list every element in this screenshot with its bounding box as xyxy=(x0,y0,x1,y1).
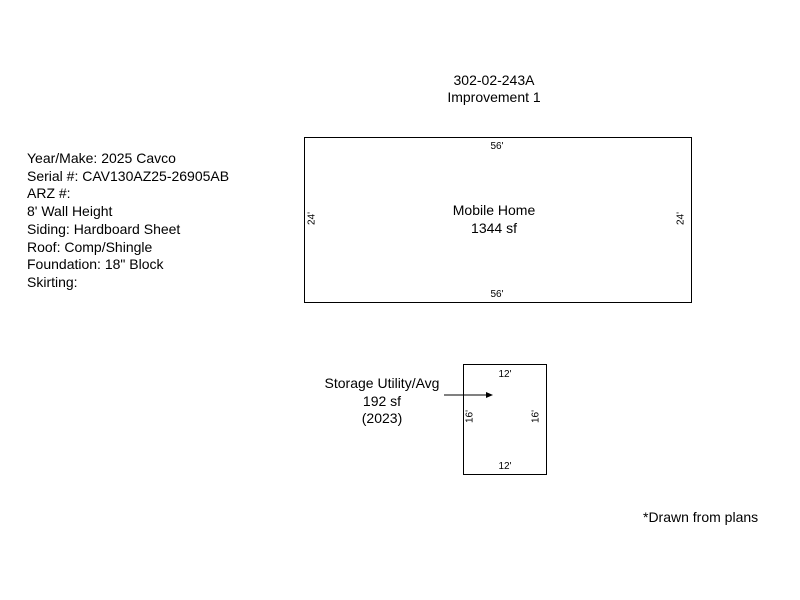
mobile-home-area: 1344 sf xyxy=(471,220,517,236)
info-line: ARZ #: xyxy=(27,185,71,202)
parcel-number: 302-02-243A xyxy=(453,72,535,88)
mobile-home-left-dim: 24' xyxy=(306,211,318,226)
info-line: Siding: Hardboard Sheet xyxy=(27,220,181,237)
info-line: Roof: Comp/Shingle xyxy=(27,238,153,255)
storage-label: Storage Utility/Avg xyxy=(324,375,440,391)
storage-outline xyxy=(463,364,547,475)
mobile-home-label: Mobile Home xyxy=(452,202,536,218)
storage-right-dim: 16' xyxy=(530,409,542,424)
storage-year: (2023) xyxy=(361,410,403,426)
info-line: Year/Make: 2025 Cavco xyxy=(27,150,176,166)
footnote: *Drawn from plans xyxy=(643,509,759,525)
info-line: Foundation: 18" Block xyxy=(27,256,164,273)
arrow-icon xyxy=(444,392,493,398)
mobile-home-top-dim: 56' xyxy=(490,141,504,152)
mobile-home-bottom-dim: 56' xyxy=(490,289,504,300)
storage-top-dim: 12' xyxy=(498,369,512,380)
mobile-home-outline xyxy=(304,137,692,303)
info-line: Skirting: xyxy=(27,273,78,290)
storage-bottom-dim: 12' xyxy=(498,461,512,472)
info-line: 8' Wall Height xyxy=(27,203,113,220)
mobile-home-right-dim: 24' xyxy=(675,211,687,226)
storage-area: 192 sf xyxy=(362,393,402,409)
info-line: Serial #: CAV130AZ25-26905AB xyxy=(27,167,230,184)
improvement-label: Improvement 1 xyxy=(447,89,541,105)
property-info: Year/Make: 2025 Cavco Serial #: CAV130AZ… xyxy=(27,150,229,292)
